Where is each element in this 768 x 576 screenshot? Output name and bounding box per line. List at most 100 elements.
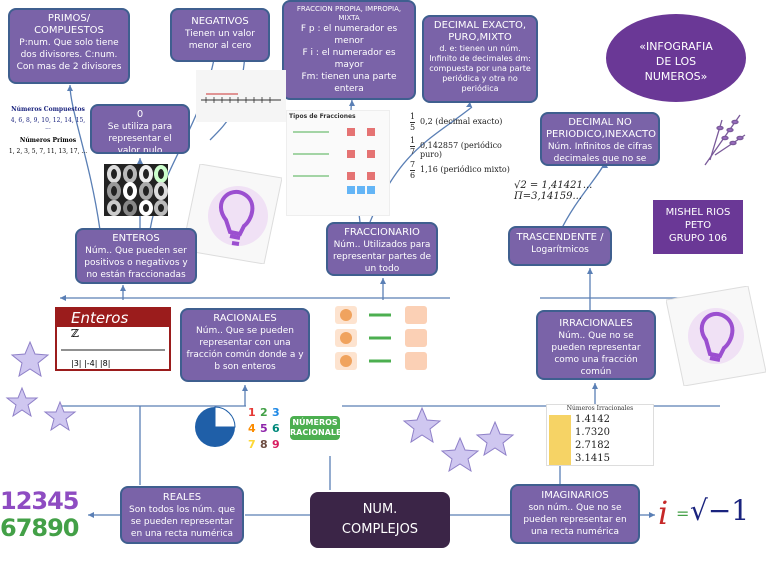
compuestos-heading: Números Compuestos [11, 106, 85, 113]
fraction-types-heading: Tipos de Fracciones [289, 113, 356, 120]
primos-list: 1, 2, 3, 5, 7, 11, 13, 17, ... [8, 148, 88, 155]
decimal-exacto-body: d. e: tienen un núm. Infinito de decimal… [429, 44, 531, 93]
reales-title: REALES [162, 492, 202, 503]
infografia-title: «INFOGRAFIA DE LOS NUMEROS» [606, 14, 746, 102]
fraccion-propia: F p : el numerador es menor [300, 24, 398, 46]
irracionales-body: Núm.. Que no se pueden representar como … [551, 331, 641, 377]
fraccion-tipos-box: FRACCION PROPIA, IMPROPIA, MIXTA F p : e… [282, 0, 416, 100]
cero-box: 0 Se utiliza para representar el valor n… [90, 104, 190, 154]
irrational-examples: √2 = 1,41421... Π=3,14159... [514, 180, 624, 210]
racionales-box: RACIONALES Núm.. Que se pueden represent… [180, 308, 310, 382]
zeros-image [104, 164, 168, 216]
z-symbol: ℤ [71, 327, 80, 340]
decimal-no-periodico-title: DECIMAL NO PERIODICO,INEXACTO [546, 117, 657, 140]
sqrt-minus-one: √−1 [690, 494, 750, 527]
primos-compuestos-image: Números Compuestos 4, 6, 8, 9, 10, 12, 1… [8, 106, 88, 156]
cero-body: Se utiliza para representar el valor nul… [107, 122, 173, 154]
decimal-example-2: 1 7 0,142857 (periódico puro) [410, 136, 502, 159]
digits-image: 12345 67890 [0, 488, 86, 544]
enteros-title: ENTEROS [112, 233, 160, 244]
decimal-exacto-box: DECIMAL EXACTO, PURO,MIXTO d. e: tienen … [422, 15, 538, 103]
svg-text:5: 5 [260, 422, 268, 435]
decimal-example-3: 7 6 1,16 (periódico mixto) [410, 160, 510, 180]
irracionales-title: IRRACIONALES [559, 318, 633, 329]
decimals-examples: 1 5 0,2 (decimal exacto) 1 7 0,142857 (p… [410, 112, 520, 184]
pizza-fractions-image [335, 306, 427, 370]
decimal-no-periodico-box: DECIMAL NO PERIODICO,INEXACTO Núm. Infin… [540, 112, 660, 166]
sqrt2-example: √2 = 1,41421... [514, 180, 593, 191]
negativos-title: NEGATIVOS [191, 16, 249, 27]
fraction-types-image: Tipos de Fracciones [286, 110, 390, 216]
svg-text:4: 4 [248, 422, 256, 435]
fraction-types-graphic [293, 128, 375, 194]
cero-title: 0 [136, 109, 144, 120]
star-decoration-center [402, 406, 515, 472]
imaginarios-title: IMAGINARIOS [541, 490, 609, 501]
lightbulb-image-2 [666, 286, 766, 386]
complejos-title-2: COMPLEJOS [341, 522, 419, 537]
svg-text:7: 7 [248, 438, 256, 451]
author-line-3: GRUPO 106 [668, 233, 728, 244]
primos-heading: Números Primos [19, 137, 77, 144]
fraccion-impropia: F i : el numerador es mayor [302, 48, 396, 70]
fraccion-tipos-title: FRACCION PROPIA, IMPROPIA, MIXTA [296, 5, 402, 22]
irrational-table-heading: Números Irracionales [566, 405, 634, 412]
absolute-values: |3| |-4| |8| [71, 359, 111, 368]
title-line-1: «INFOGRAFIA [639, 40, 713, 53]
fraccion-mixta: Fm: tienen una parte entera [301, 72, 397, 94]
irrational-table-image: Números Irracionales 1.4142 1.7320 2.718… [546, 404, 654, 466]
primos-title-2: COMPUESTOS [34, 25, 104, 36]
fraccionario-title: FRACCIONARIO [344, 227, 420, 238]
enteros-number-line [61, 349, 165, 351]
author-line-1: MISHEL RIOS [665, 207, 731, 218]
trascendente-title: TRASCENDENTE / [516, 232, 604, 243]
pi-example: Π=3,14159... [514, 191, 582, 202]
svg-text:6: 6 [272, 422, 280, 435]
imaginary-unit-formula: i = √−1 [656, 494, 762, 540]
equals-sign: = [676, 504, 690, 523]
fraccionario-box: FRACCIONARIO Núm.. Utilizados para repre… [326, 222, 438, 276]
svg-text:8: 8 [260, 438, 268, 451]
svg-text:1: 1 [248, 406, 256, 419]
enteros-box: ENTEROS Núm.. Que pueden ser positivos o… [75, 228, 197, 284]
enteros-image: Enteros ℤ |3| |-4| |8| [55, 307, 171, 371]
star-decoration-left [5, 340, 77, 432]
compuestos-list: 4, 6, 8, 9, 10, 12, 14, 15, ... [10, 117, 86, 131]
complejos-box: NUM. COMPLEJOS [310, 492, 450, 548]
imaginarios-box: IMAGINARIOS son núm.. Que no se pueden r… [510, 484, 640, 544]
reales-box: REALES Son todos los núm. que se pueden … [120, 486, 244, 544]
svg-text:3: 3 [272, 406, 280, 419]
negativos-body: Tienen un valor menor al cero [185, 29, 255, 51]
decimal-example-1: 1 5 0,2 (decimal exacto) [410, 112, 503, 132]
reales-body: Son todos los núm. que se pueden represe… [129, 505, 235, 539]
primos-compuestos-box: PRIMOS/ COMPUESTOS P:num. Que solo tiene… [8, 8, 130, 84]
imaginarios-body: son núm.. Que no se pueden representar e… [523, 503, 627, 537]
digits-row-2: 67890 [0, 514, 80, 542]
i-symbol: i [658, 494, 669, 532]
decimal-no-periodico-body: Núm. Infinitos de cifras decimales que n… [547, 142, 653, 164]
negativos-box: NEGATIVOS Tienen un valor menor al cero [170, 8, 270, 62]
lavender-icon [704, 114, 746, 166]
pie-image [195, 406, 236, 447]
svg-text:2: 2 [260, 406, 268, 419]
decimal-exacto-title: DECIMAL EXACTO, PURO,MIXTO [433, 20, 527, 43]
number-line-image [196, 70, 286, 122]
symbols-column [549, 415, 571, 465]
trascendente-body: Logarítmicos [531, 245, 589, 255]
irrational-values: 1.4142 1.7320 2.7182 3.1415 [575, 414, 610, 464]
trascendente-box: TRASCENDENTE / Logarítmicos [508, 226, 612, 266]
lightbulb-image [182, 164, 282, 264]
complejos-title: NUM. [362, 502, 398, 517]
author-box: MISHEL RIOS PETO GRUPO 106 [653, 200, 743, 254]
primos-body: P:num. Que solo tiene dos divisores. C:n… [16, 38, 122, 72]
numeros-racionales-label: NÚMEROS RACIONALES [290, 416, 347, 440]
svg-text:9: 9 [272, 438, 280, 451]
primos-title: PRIMOS/ [47, 13, 91, 24]
racionales-body: Núm.. Que se pueden representar con una … [186, 326, 304, 372]
enteros-image-title: Enteros [57, 309, 169, 327]
irracionales-box: IRRACIONALES Núm.. Que no se pueden repr… [536, 310, 656, 380]
enteros-body: Núm.. Que pueden ser positivos o negativ… [84, 246, 188, 280]
author-line-2: PETO [684, 220, 712, 231]
